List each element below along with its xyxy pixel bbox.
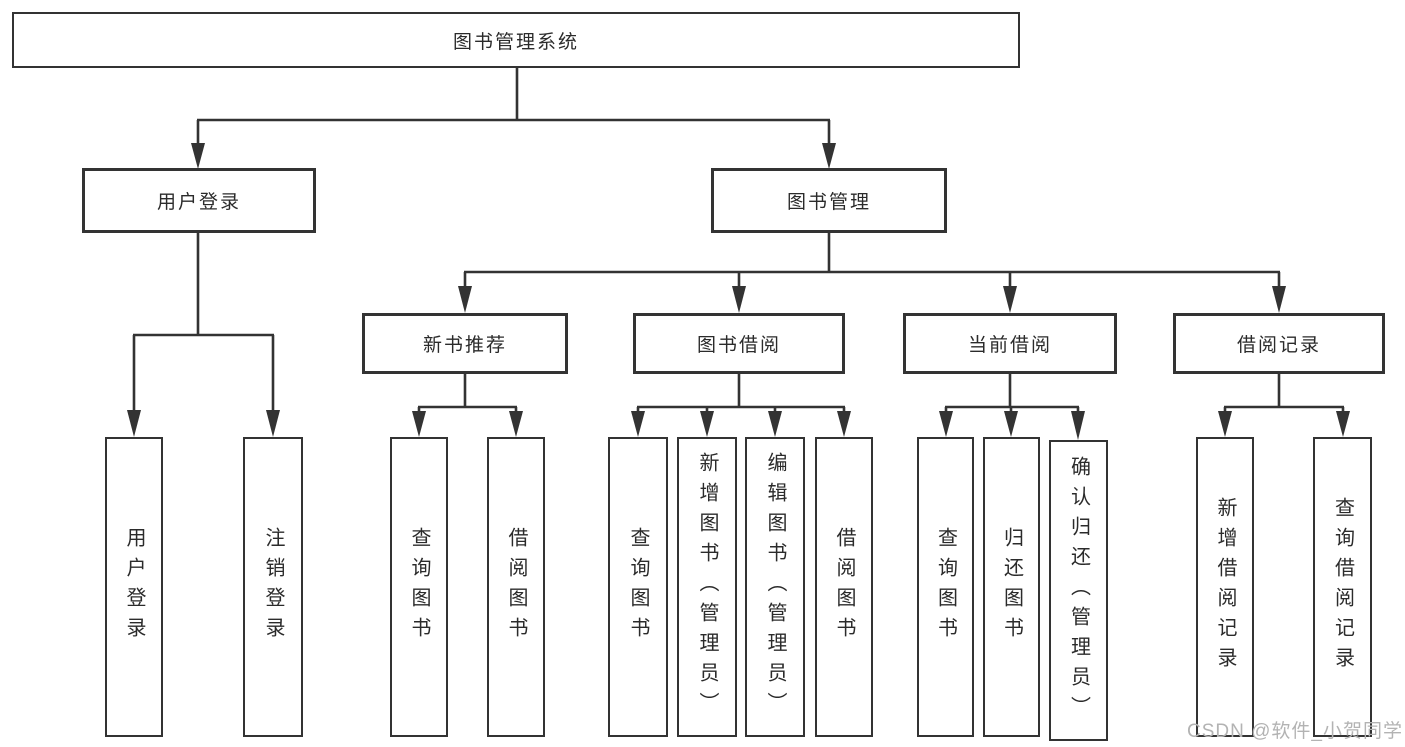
leaf-query-books-current-label: 查询图书 — [934, 527, 957, 647]
leaf-edit-books-admin: 编辑图书（管理员） — [745, 437, 805, 737]
leaf-query-borrow-record: 查询借阅记录 — [1313, 437, 1372, 737]
leaf-add-borrow-record-label: 新增借阅记录 — [1214, 497, 1236, 677]
arrowhead-icons — [127, 143, 1350, 440]
node-borrowing-records-label: 借阅记录 — [1236, 335, 1321, 356]
leaf-add-borrow-record: 新增借阅记录 — [1196, 437, 1254, 737]
node-book-management-label: 图书管理 — [786, 192, 871, 213]
leaf-borrow-books-recommend: 借阅图书 — [487, 437, 545, 737]
node-user-login: 用户登录 — [82, 168, 316, 233]
node-book-borrowing-label: 图书借阅 — [696, 335, 781, 356]
leaf-edit-books-admin-label: 编辑图书（管理员） — [764, 452, 786, 722]
node-book-management: 图书管理 — [711, 168, 947, 233]
leaf-query-books-borrowing-label: 查询图书 — [627, 527, 649, 647]
node-new-book-recommend-label: 新书推荐 — [422, 335, 507, 356]
leaf-query-books-borrowing: 查询图书 — [608, 437, 668, 737]
node-book-borrowing: 图书借阅 — [633, 313, 845, 374]
node-library-management-system: 图书管理系统 — [12, 12, 1020, 68]
leaf-add-books-admin-label: 新增图书（管理员） — [696, 452, 718, 722]
leaf-user-login-label: 用户登录 — [123, 527, 145, 647]
leaf-query-books-recommend: 查询图书 — [390, 437, 448, 737]
node-current-borrowing: 当前借阅 — [903, 313, 1117, 374]
leaf-borrow-books-borrowing-label: 借阅图书 — [833, 527, 855, 647]
node-borrowing-records: 借阅记录 — [1173, 313, 1385, 374]
leaf-add-books-admin: 新增图书（管理员） — [677, 437, 737, 737]
leaf-confirm-return-admin: 确认归还（管理员） — [1049, 440, 1108, 741]
leaf-borrow-books-recommend-label: 借阅图书 — [505, 527, 527, 647]
leaf-confirm-return-admin-label: 确认归还（管理员） — [1067, 455, 1090, 726]
leaf-user-login: 用户登录 — [105, 437, 163, 737]
leaf-return-books-label: 归还图书 — [1000, 527, 1023, 647]
leaf-logout-label: 注销登录 — [262, 527, 284, 647]
leaf-logout: 注销登录 — [243, 437, 303, 737]
leaf-query-books-current: 查询图书 — [917, 437, 974, 737]
node-library-management-system-label: 图书管理系统 — [452, 31, 579, 53]
leaf-query-books-recommend-label: 查询图书 — [408, 527, 430, 647]
leaf-query-borrow-record-label: 查询借阅记录 — [1331, 497, 1354, 677]
node-new-book-recommend: 新书推荐 — [362, 313, 568, 374]
node-current-borrowing-label: 当前借阅 — [967, 335, 1052, 356]
leaf-return-books: 归还图书 — [983, 437, 1040, 737]
node-user-login-label: 用户登录 — [156, 192, 241, 213]
leaf-borrow-books-borrowing: 借阅图书 — [815, 437, 873, 737]
csdn-watermark: CSDN @软件_小贺同学 — [1187, 721, 1403, 742]
